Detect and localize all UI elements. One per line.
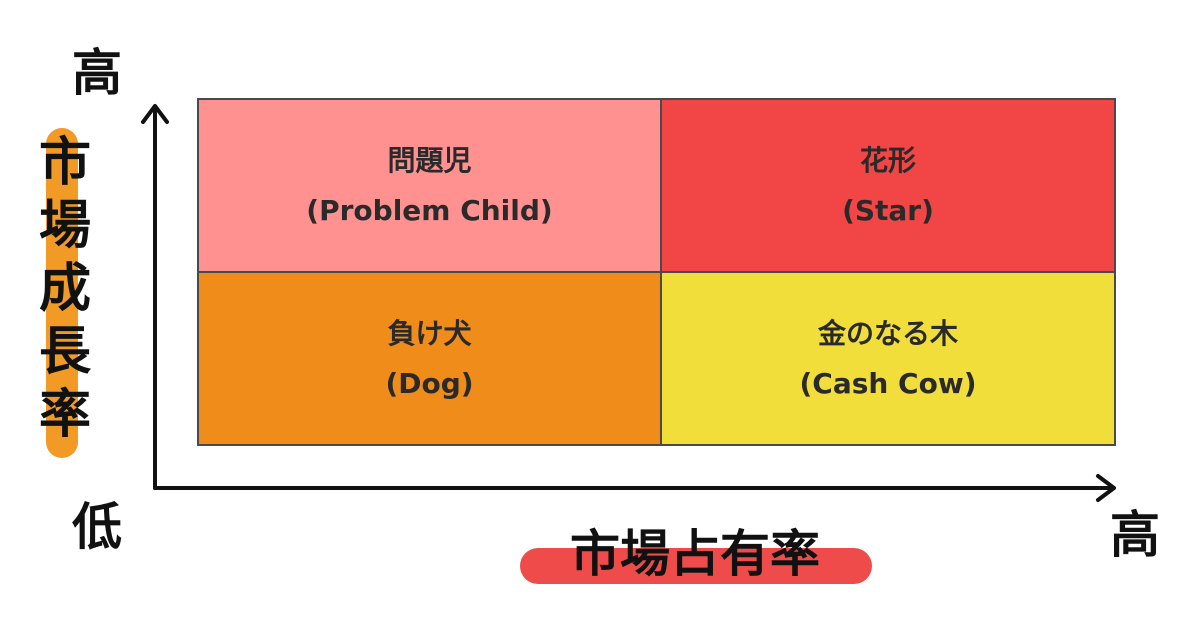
quadrant-dog: 負け犬 (Dog) <box>197 271 662 446</box>
x-axis-arrowhead <box>1096 474 1116 502</box>
y-axis-arrowhead <box>141 104 169 124</box>
quadrant-label-jp: 問題児 <box>387 143 472 177</box>
quadrant-label-en: (Dog) <box>385 366 474 400</box>
quadrant-label-en: (Problem Child) <box>306 193 553 227</box>
y-axis-high-label: 高 <box>72 44 122 102</box>
quadrant-label-en: (Cash Cow) <box>799 366 977 400</box>
x-axis-high-label: 高 <box>1110 506 1160 564</box>
y-axis-title: 市場成長率 <box>38 133 91 445</box>
quadrant-label-jp: 花形 <box>859 143 916 177</box>
y-axis-title-highlight <box>46 128 78 458</box>
quadrant-label-jp: 金のなる木 <box>817 316 958 350</box>
y-axis-low-label: 低 <box>72 498 122 556</box>
x-axis-title: 市場占有率 <box>570 525 820 583</box>
quadrant-cash-cow: 金のなる木 (Cash Cow) <box>660 271 1116 446</box>
quadrant-label-en: (Star) <box>842 193 934 227</box>
x-axis-title-highlight <box>520 548 872 584</box>
quadrant-problem-child: 問題児 (Problem Child) <box>197 98 662 273</box>
quadrant-star: 花形 (Star) <box>660 98 1116 273</box>
quadrant-label-jp: 負け犬 <box>387 316 472 350</box>
